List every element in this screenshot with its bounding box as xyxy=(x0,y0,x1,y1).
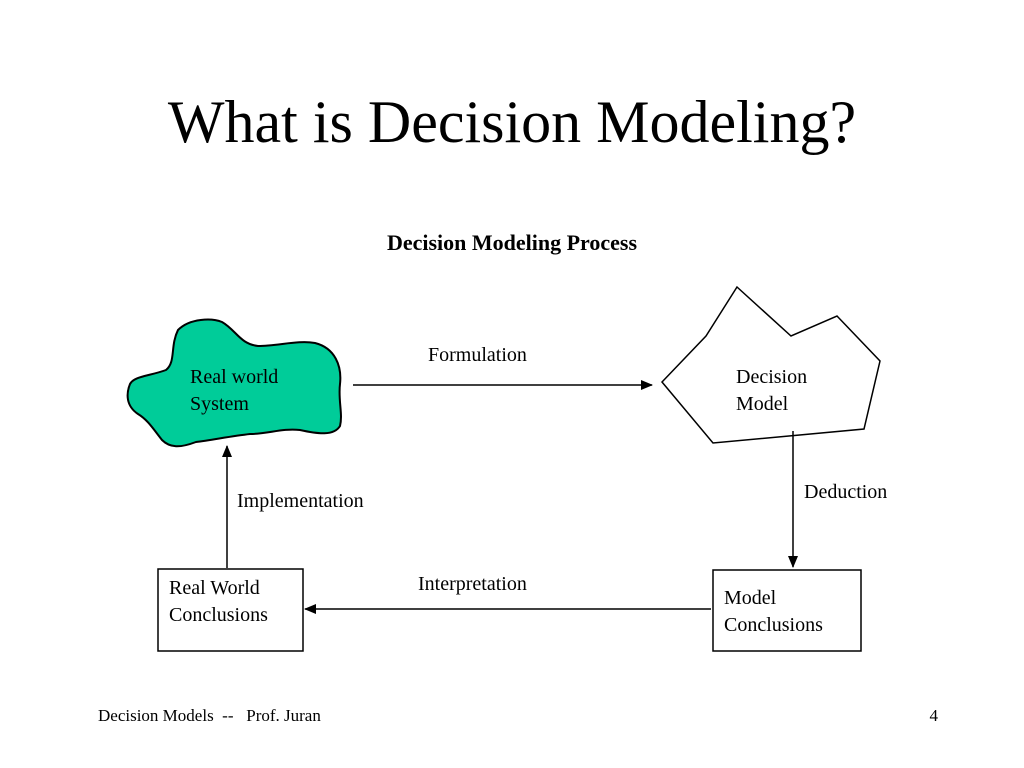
real-world-conclusions-label: Real World Conclusions xyxy=(169,575,268,629)
real-world-system-label-line2: System xyxy=(190,393,249,415)
real-world-conclusions-box xyxy=(157,568,304,652)
implementation-label: Implementation xyxy=(237,490,364,512)
formulation-label: Formulation xyxy=(428,344,527,366)
decision-model-shape xyxy=(660,285,881,444)
real-world-conclusions-label-line1: Real World xyxy=(169,577,260,599)
decision-model-label-line1: Decision xyxy=(736,366,808,388)
model-conclusions-box xyxy=(712,569,862,652)
decision-model-label-line2: Model xyxy=(736,393,789,415)
real-world-conclusions-label-line2: Conclusions xyxy=(169,604,268,626)
deduction-label: Deduction xyxy=(804,481,888,503)
footer-course-label: Decision Models -- Prof. Juran xyxy=(98,706,321,725)
real-world-system-shape xyxy=(126,318,342,448)
real-world-system-label: Real world System xyxy=(190,364,278,418)
page-number: 4 xyxy=(929,706,939,725)
slide-title: What is Decision Modeling? xyxy=(167,89,857,155)
model-conclusions-label-line1: Model xyxy=(724,587,777,609)
model-conclusions-label: Model Conclusions xyxy=(724,585,823,639)
decision-model-label: Decision Model xyxy=(736,364,807,418)
diagram-subtitle: Decision Modeling Process xyxy=(386,230,638,255)
model-conclusions-label-line2: Conclusions xyxy=(724,614,823,636)
interpretation-label: Interpretation xyxy=(418,573,527,595)
real-world-system-label-line1: Real world xyxy=(190,366,279,388)
